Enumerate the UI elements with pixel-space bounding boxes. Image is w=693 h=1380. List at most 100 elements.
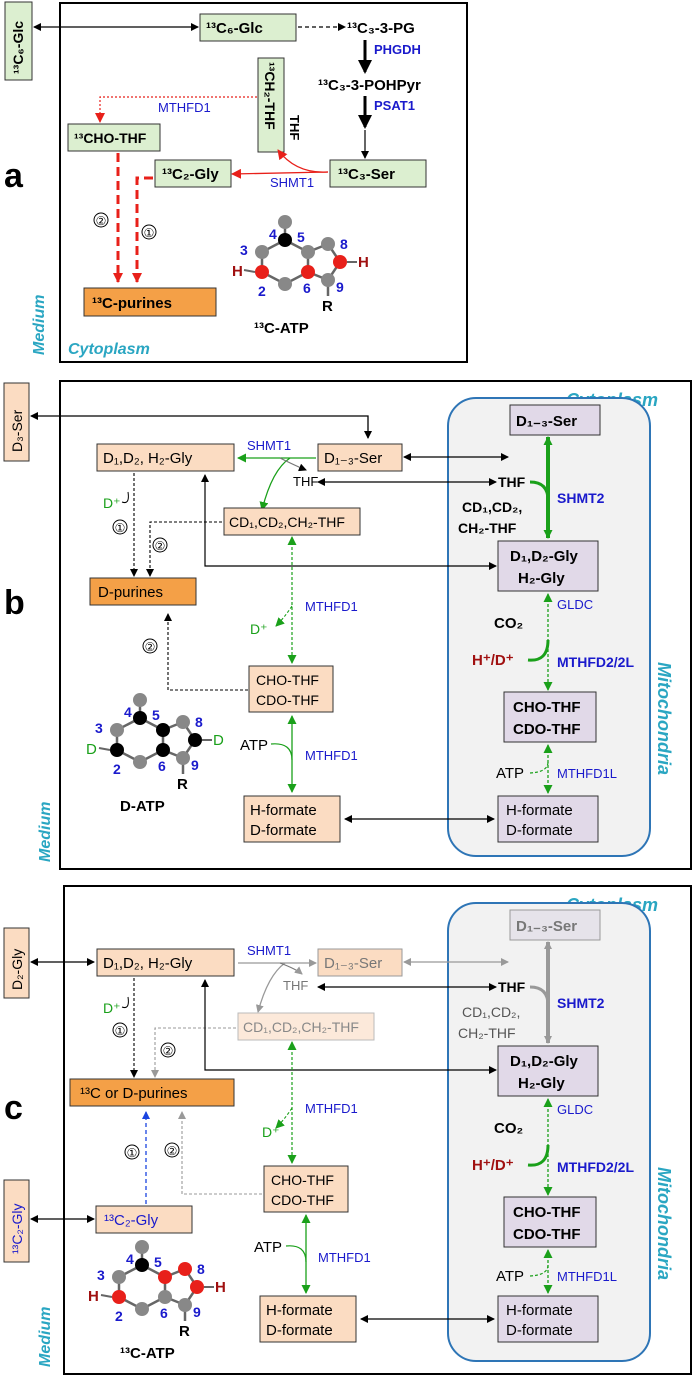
b-mito-formate-2: D-formate <box>506 822 573 839</box>
c-formate-box <box>259 1295 357 1343</box>
b-atom-8 <box>188 733 202 747</box>
b-d-right: D <box>213 732 224 749</box>
c-dplus-hook <box>121 996 129 1008</box>
a-gly-box <box>154 159 232 188</box>
c-atp-hook <box>285 1245 307 1263</box>
a-ser-box <box>329 159 427 188</box>
b-mthfd1-top: MTHFD1 <box>305 599 358 614</box>
b-purines: D-purines <box>98 584 163 601</box>
b-formate-2: D-formate <box>250 822 317 839</box>
a-atom-6 <box>301 265 315 279</box>
b-mito-ser: D₁₋₃-Ser <box>516 413 577 430</box>
c-route2: ② <box>163 1044 174 1058</box>
a-atom-8 <box>333 255 347 269</box>
b-shmt2: SHMT2 <box>557 490 605 506</box>
b-mthfd2-hook <box>527 639 550 662</box>
b-num-5: 5 <box>152 707 160 723</box>
c-num-2: 2 <box>115 1308 123 1324</box>
a-ch2thf: ¹³CH₂-THF <box>262 62 278 130</box>
a-atp-ring: 4 5 3 8 2 6 9 H H R ¹³C-ATP <box>232 215 369 337</box>
a-mthfd1-arrow <box>95 96 257 123</box>
b-cho-thf-box <box>248 665 334 713</box>
b-mthfd1l: MTHFD1L <box>557 766 617 781</box>
b-mito-cho-box <box>503 691 597 743</box>
c-h-bond-left <box>100 1294 113 1298</box>
c-cho-thf-2: CDO-THF <box>271 1192 334 1208</box>
b-purines-box <box>89 577 197 606</box>
b-route2-arrow <box>146 521 222 577</box>
c-atom-9 <box>178 1298 192 1312</box>
b-thf: THF <box>293 474 318 489</box>
c-mthfd1-top: MTHFD1 <box>305 1101 358 1116</box>
c-dplus: D⁺ <box>103 1000 121 1016</box>
a-route2: ② <box>96 214 107 228</box>
c-mthfd1-bot: MTHFD1 <box>318 1250 371 1265</box>
c-dplus2-hook <box>275 1107 293 1129</box>
c-mito-formate-1: H-formate <box>506 1302 573 1319</box>
a-num-6: 6 <box>303 280 311 296</box>
a-psat1: PSAT1 <box>374 98 415 113</box>
b-ser-uptake-arrow <box>30 412 372 439</box>
b-gldc: GLDC <box>557 597 593 612</box>
c-mito-gly-2: H₂-Gly <box>518 1075 565 1092</box>
c-route1: ① <box>115 1024 126 1038</box>
c-gly-box <box>96 948 235 977</box>
a-medium-glc-box <box>4 1 33 81</box>
a-route1-marker <box>141 224 157 240</box>
b-hd: H⁺/D⁺ <box>472 652 514 669</box>
b-route2b: ② <box>145 640 156 654</box>
c-mito-formate-2: D-formate <box>506 1322 573 1339</box>
a-thf: THF <box>287 115 302 140</box>
b-d-left: D <box>86 741 97 758</box>
a-num-2: 2 <box>258 283 266 299</box>
c-shmt1: SHMT1 <box>247 943 291 958</box>
b-atom-2 <box>110 743 124 757</box>
a-num-5: 5 <box>297 229 305 245</box>
c-route2b: ② <box>167 1144 178 1158</box>
b-num-4: 4 <box>124 704 132 720</box>
c-mito-ser-box <box>509 909 601 941</box>
c-thf: THF <box>283 978 308 993</box>
c-ring-label: ¹³C-ATP <box>120 1345 175 1362</box>
b-shmt2-hook <box>529 480 550 501</box>
b-atom-1 <box>133 755 147 769</box>
c-shmt2: SHMT2 <box>557 995 605 1011</box>
a-ser: ¹³C₃-Ser <box>338 166 395 183</box>
b-mthfd2: MTHFD2/2L <box>557 654 634 670</box>
b-cho-thf-1: CHO-THF <box>256 672 319 688</box>
a-num-8: 8 <box>340 236 348 252</box>
c-route2-marker <box>160 1042 176 1058</box>
c-mthfd2-hook <box>527 1144 550 1167</box>
b-mito-cho-2: CDO-THF <box>513 721 581 738</box>
a-shmt1: SHMT1 <box>270 175 314 190</box>
a-atom-3 <box>255 245 269 259</box>
b-num-2: 2 <box>113 761 121 777</box>
b-mitochondria-label: Mitochondria <box>654 662 674 775</box>
c-mito-atp-hook <box>529 1264 549 1277</box>
panel-b: b Medium Cytoplasm Mitochondria D₃-Ser D… <box>3 380 692 870</box>
a-phgdh: PHGDH <box>374 42 421 57</box>
b-atp-hook <box>270 743 293 761</box>
b-formate-1: H-formate <box>250 802 317 819</box>
c-r: R <box>179 1323 190 1340</box>
a-cho-thf: ¹³CHO-THF <box>74 130 147 146</box>
b-mito-atp: ATP <box>496 765 524 782</box>
c-cho-thf-1: CHO-THF <box>271 1172 334 1188</box>
b-route1-marker <box>112 519 128 535</box>
b-route2: ② <box>155 539 166 553</box>
c-c-gly-box <box>95 1205 193 1234</box>
a-num-4: 4 <box>269 226 277 242</box>
b-route2b-arrow <box>164 613 248 691</box>
c-atp-ring: 4 5 3 8 2 6 9 H H R ¹³C-ATP <box>88 1240 226 1362</box>
b-mito-ch2-2: CH₂-THF <box>458 520 517 536</box>
a-num-9: 9 <box>336 279 344 295</box>
c-atom-3 <box>112 1270 126 1284</box>
c-cho-thf-box <box>263 1165 349 1213</box>
a-ser-to-gly-arrow <box>231 168 329 179</box>
c-atom-5 <box>158 1270 172 1284</box>
b-atp: ATP <box>240 737 268 754</box>
b-num-6: 6 <box>158 758 166 774</box>
b-gly-transport-arrow <box>201 474 497 570</box>
b-mito-formate-box <box>497 795 599 843</box>
